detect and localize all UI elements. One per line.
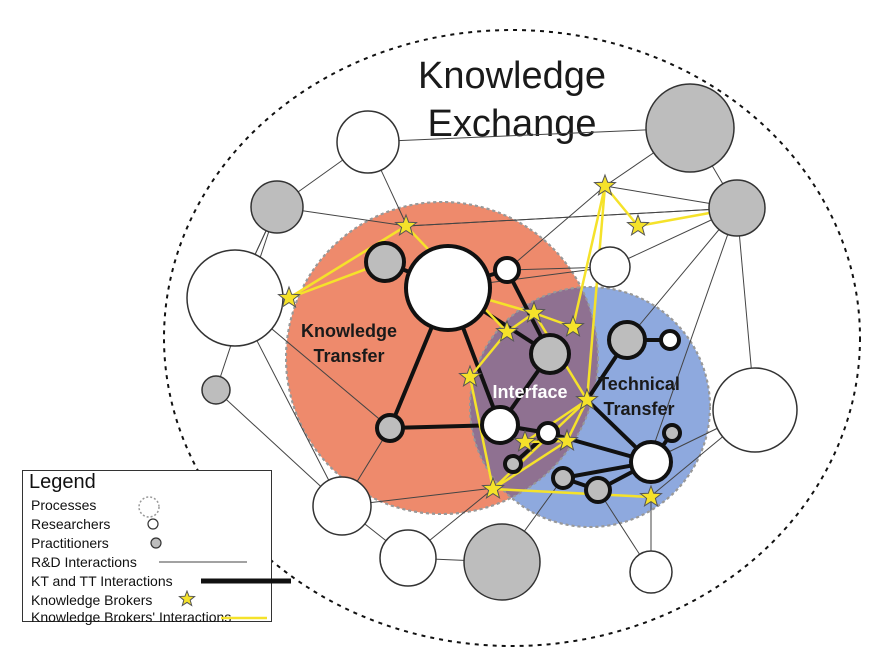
knowledge-broker-star bbox=[394, 213, 418, 237]
knowledge-broker-star bbox=[495, 319, 519, 343]
practitioner-node bbox=[708, 179, 766, 237]
knowledge-broker-star bbox=[522, 300, 546, 324]
legend-item-rd-interactions: R&D Interactions bbox=[31, 554, 137, 570]
practitioner-node bbox=[662, 423, 682, 443]
legend-item-broker-interactions: Knowledge Brokers' Interactions bbox=[31, 609, 231, 625]
legend-label: Practitioners bbox=[31, 535, 109, 551]
technical-transfer-label-line2: Transfer bbox=[603, 399, 674, 419]
practitioner-node bbox=[645, 83, 735, 173]
legend-item-knowledge-brokers: Knowledge Brokers bbox=[31, 592, 152, 608]
knowledge-broker-star bbox=[555, 428, 579, 452]
researcher-node bbox=[480, 405, 520, 445]
interface-label: Interface bbox=[492, 382, 567, 402]
knowledge-broker-star bbox=[639, 484, 663, 508]
knowledge-broker-star bbox=[593, 173, 617, 197]
legend: Legend Processes Researchers Practitione… bbox=[22, 470, 291, 625]
kt-tt-nodes bbox=[364, 241, 682, 504]
researcher-node bbox=[629, 440, 673, 484]
legend-label: Knowledge Brokers bbox=[31, 592, 153, 608]
practitioner-node bbox=[503, 454, 523, 474]
researcher-node bbox=[186, 249, 284, 347]
yellow-line-icon bbox=[221, 616, 267, 620]
dotted-circle-icon bbox=[138, 496, 160, 518]
legend-item-kt-tt-interactions: KT and TT Interactions bbox=[31, 573, 173, 589]
practitioner-node bbox=[375, 413, 405, 443]
practitioner-node bbox=[463, 523, 541, 601]
technical-transfer-label-line1: Technical bbox=[598, 374, 680, 394]
practitioner-node bbox=[250, 180, 304, 234]
practitioner-node bbox=[607, 320, 647, 360]
knowledge-broker-star bbox=[626, 213, 650, 237]
knowledge-broker-star bbox=[561, 314, 585, 338]
star-icon bbox=[178, 590, 196, 607]
researcher-node bbox=[312, 476, 372, 536]
thick-line-icon bbox=[201, 578, 291, 584]
gray-circle-icon bbox=[150, 537, 162, 549]
researcher-node bbox=[404, 244, 492, 332]
nodes bbox=[186, 83, 798, 601]
white-circle-icon bbox=[147, 518, 159, 530]
practitioner-node bbox=[201, 375, 231, 405]
researcher-node bbox=[589, 246, 631, 288]
knowledge-broker-star bbox=[458, 364, 482, 388]
researcher-node bbox=[336, 110, 400, 174]
legend-label: R&D Interactions bbox=[31, 554, 137, 570]
knowledge-transfer-label-line1: Knowledge bbox=[301, 321, 397, 341]
legend-item-researchers: Researchers bbox=[31, 516, 110, 532]
researcher-node bbox=[493, 256, 521, 284]
thin-line-icon bbox=[159, 561, 247, 563]
legend-item-practitioners: Practitioners bbox=[31, 535, 109, 551]
practitioner-node bbox=[551, 466, 575, 490]
practitioner-node bbox=[529, 333, 571, 375]
researcher-node bbox=[379, 529, 437, 587]
knowledge-transfer-label-line2: Transfer bbox=[313, 346, 384, 366]
knowledge-broker-star bbox=[513, 429, 537, 453]
knowledge-broker-star bbox=[575, 387, 599, 411]
legend-item-processes: Processes bbox=[31, 497, 96, 513]
practitioner-node bbox=[364, 241, 406, 283]
legend-label: Researchers bbox=[31, 516, 111, 532]
legend-label: Knowledge Brokers' Interactions bbox=[31, 609, 232, 625]
researcher-node bbox=[659, 329, 681, 351]
legend-title: Legend bbox=[29, 471, 96, 493]
legend-label: Processes bbox=[31, 497, 97, 513]
researcher-node bbox=[629, 550, 673, 594]
knowledge-brokers bbox=[277, 173, 663, 508]
diagram-title-line1: Knowledge bbox=[418, 55, 606, 97]
practitioner-node bbox=[584, 476, 612, 504]
researcher-node bbox=[712, 367, 798, 453]
knowledge-broker-star bbox=[481, 476, 505, 500]
knowledge-broker-star bbox=[277, 285, 301, 309]
researcher-node bbox=[536, 421, 560, 445]
legend-label: KT and TT Interactions bbox=[31, 573, 173, 589]
